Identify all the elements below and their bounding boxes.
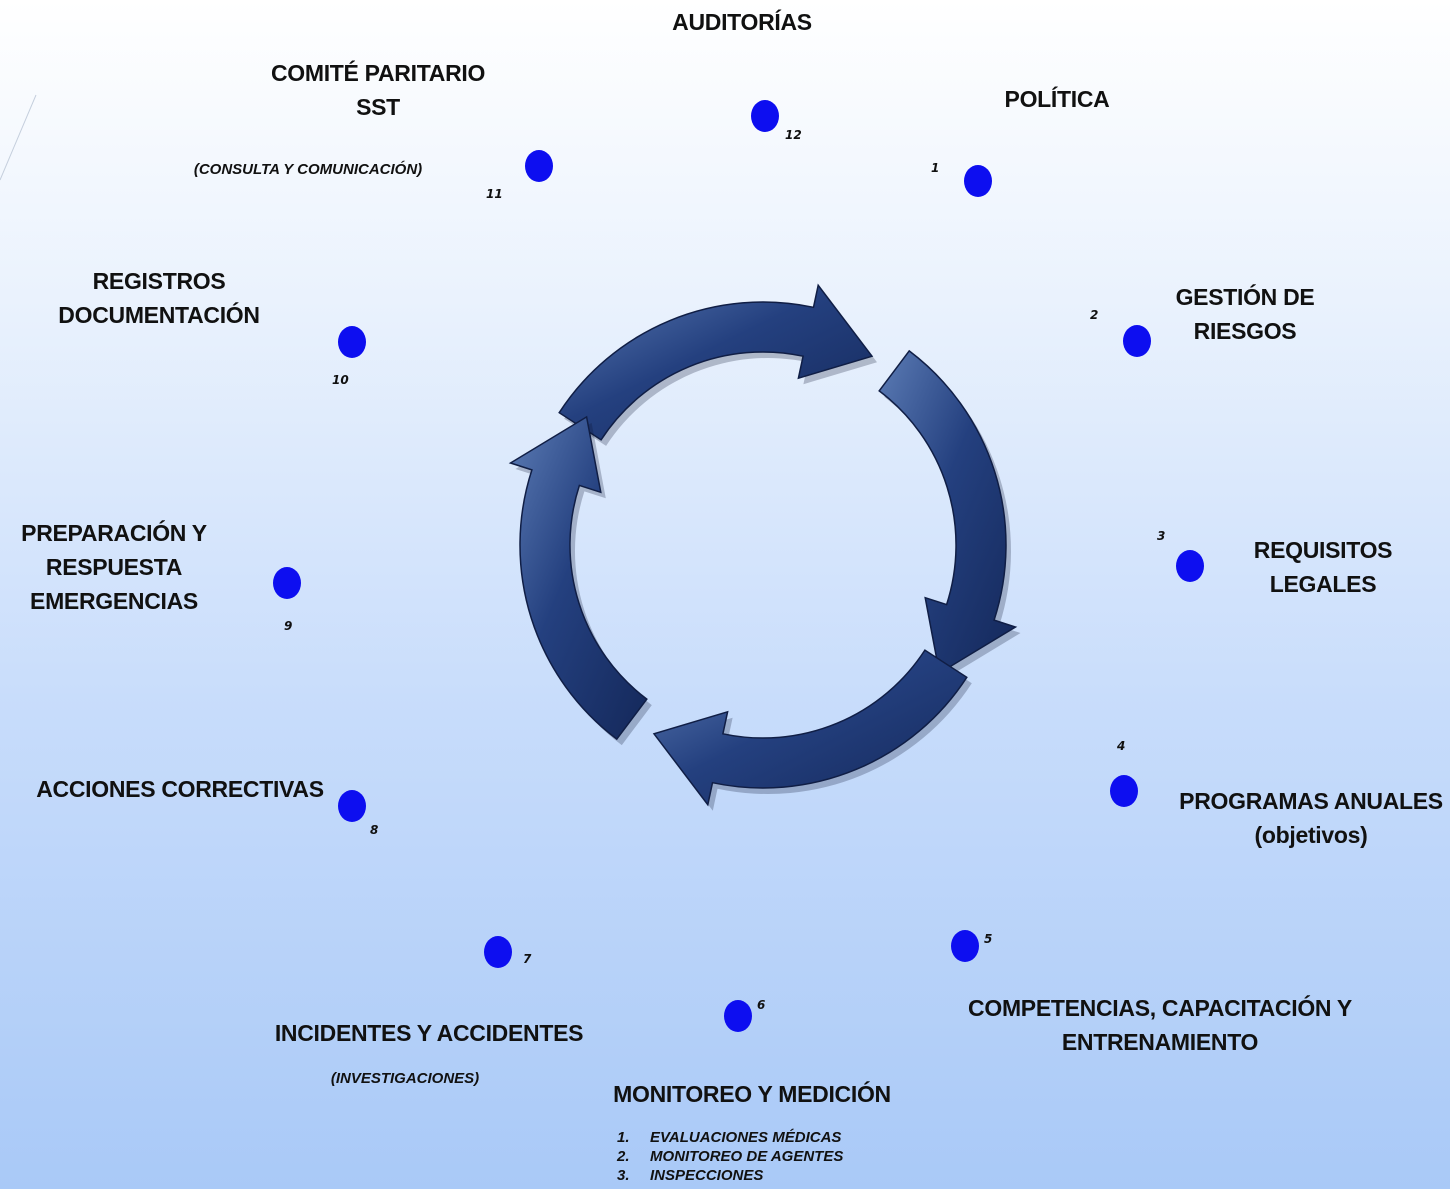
node-number-3: 3 <box>1157 529 1166 543</box>
list-item-number: 1. <box>617 1129 630 1146</box>
node-label-monitoreo: MONITOREO Y MEDICIÓN <box>613 1081 891 1107</box>
node-number-6: 6 <box>757 998 766 1012</box>
node-number-8: 8 <box>370 823 379 837</box>
node-number-10: 10 <box>332 373 349 387</box>
node-label-programas-anuales: PROGRAMAS ANUALES(objetivos) <box>1179 788 1443 848</box>
list-item: 3. INSPECCIONES <box>617 1166 843 1185</box>
node-dot-9 <box>273 567 301 599</box>
list-item: 2. MONITOREO DE AGENTES <box>617 1147 843 1166</box>
node-dot-12 <box>751 100 779 132</box>
node-number-9: 9 <box>284 619 293 633</box>
list-item-text: MONITOREO DE AGENTES <box>650 1148 844 1165</box>
cycle-arrow-left <box>508 415 648 741</box>
node-dot-6 <box>724 1000 752 1032</box>
list-item-number: 2. <box>617 1148 630 1165</box>
node-label-incidentes: INCIDENTES Y ACCIDENTES <box>274 1020 584 1046</box>
node-dot-1 <box>964 165 992 197</box>
node-dot-4 <box>1110 775 1138 807</box>
node-sublabel-incidentes: (INVESTIGACIONES) <box>330 1070 480 1087</box>
node-number-5: 5 <box>984 932 993 946</box>
node-dot-7 <box>484 936 512 968</box>
corner-decoration-line <box>0 94 37 181</box>
node-dot-2 <box>1123 325 1151 357</box>
node-number-11: 11 <box>486 187 503 201</box>
node-label-acciones-correctivas: ACCIONES CORRECTIVAS <box>36 776 324 802</box>
node-label-auditorias: AUDITORÍAS <box>672 9 812 35</box>
node-number-4: 4 <box>1117 739 1126 753</box>
node-dot-11 <box>525 150 553 182</box>
monitoring-list: 1. EVALUACIONES MÉDICAS 2. MONITOREO DE … <box>617 1128 843 1185</box>
node-dot-5 <box>951 930 979 962</box>
node-number-12: 12 <box>785 128 802 142</box>
node-label-politica: POLÍTICA <box>1004 86 1110 112</box>
list-item-number: 3. <box>617 1167 630 1184</box>
node-sublabel-comite: (CONSULTA Y COMUNICACIÓN) <box>193 161 423 178</box>
node-number-2: 2 <box>1090 308 1099 322</box>
cycle-arrow-bottom <box>652 649 968 807</box>
list-item-text: INSPECCIONES <box>650 1167 764 1184</box>
cycle-arrow-right <box>878 349 1018 675</box>
node-dot-10 <box>338 326 366 358</box>
node-dot-3 <box>1176 550 1204 582</box>
node-dot-8 <box>338 790 366 822</box>
cycle-arrow-top <box>558 283 874 441</box>
node-number-7: 7 <box>523 952 532 966</box>
node-number-1: 1 <box>931 161 940 175</box>
list-item: 1. EVALUACIONES MÉDICAS <box>617 1128 843 1147</box>
list-item-text: EVALUACIONES MÉDICAS <box>650 1129 842 1146</box>
